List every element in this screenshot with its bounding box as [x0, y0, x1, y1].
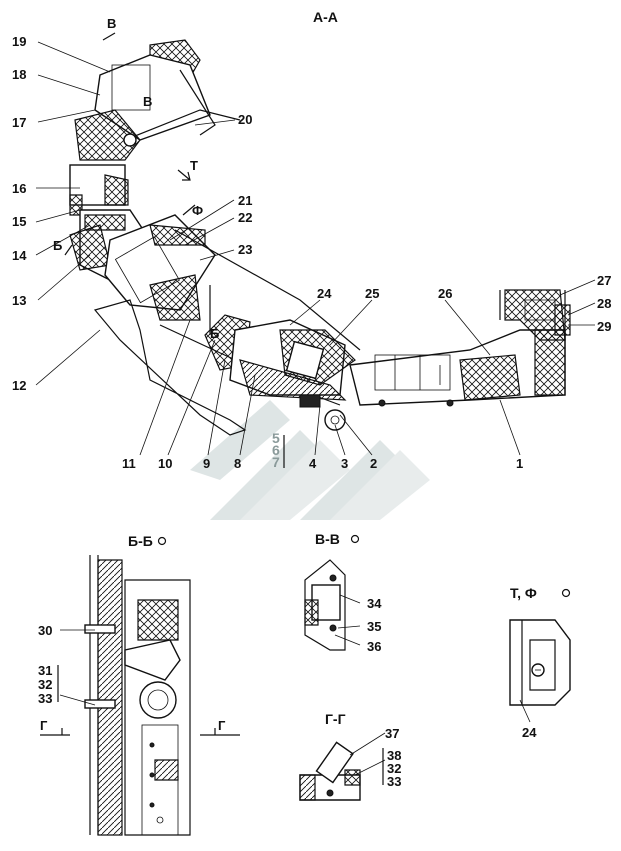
callout-28: 28 — [597, 296, 611, 311]
marker-t: Т — [190, 158, 198, 173]
main-arm — [69, 209, 361, 436]
callout-36: 36 — [367, 639, 381, 654]
callout-2: 2 — [370, 456, 377, 471]
view-title-gg: Г-Г — [325, 711, 346, 727]
callout-11: 11 — [122, 456, 136, 471]
marker-g-left: Г — [40, 718, 48, 733]
callout-14: 14 — [12, 248, 27, 263]
section-markers — [40, 32, 571, 736]
marker-b-inner: Б — [210, 326, 219, 341]
callout-12: 12 — [12, 378, 26, 393]
upper-hinge-assembly — [74, 39, 241, 161]
view-title-tf: Т, Ф — [510, 585, 537, 601]
marker-v-inner: В — [143, 94, 152, 109]
callout-27: 27 — [597, 273, 611, 288]
callout-8: 8 — [234, 456, 241, 471]
callout-24-tf: 24 — [522, 725, 537, 740]
callout-brackets — [57, 435, 384, 785]
callout-16: 16 — [12, 181, 26, 196]
view-title-vv: В-В — [315, 531, 340, 547]
callout-numbers: 19 18 17 20 16 15 14 13 12 21 22 23 24 2… — [12, 34, 611, 789]
leader-lines — [35, 41, 596, 776]
section-vv — [304, 559, 346, 651]
view-title-bb: Б-Б — [128, 533, 153, 549]
callout-24: 24 — [317, 286, 332, 301]
callout-22: 22 — [238, 210, 252, 225]
callout-35: 35 — [367, 619, 381, 634]
section-bb — [84, 555, 191, 836]
callout-10: 10 — [158, 456, 172, 471]
marker-g-right: Г — [218, 718, 226, 733]
marker-b-left: Б — [53, 238, 62, 253]
right-tube — [349, 289, 571, 407]
callout-23: 23 — [238, 242, 252, 257]
callout-32a: 32 — [38, 677, 52, 692]
callout-32b: 32 — [387, 761, 401, 776]
callout-15: 15 — [12, 214, 26, 229]
callout-25: 25 — [365, 286, 379, 301]
callout-31: 31 — [38, 663, 52, 678]
section-tf — [509, 619, 571, 706]
marker-v-top: В — [107, 16, 116, 31]
callout-6: 6 — [272, 442, 280, 458]
callout-4: 4 — [309, 456, 317, 471]
callout-21: 21 — [238, 193, 252, 208]
callout-1: 1 — [516, 456, 523, 471]
callout-30: 30 — [38, 623, 52, 638]
callout-26: 26 — [438, 286, 452, 301]
callout-20: 20 — [238, 112, 252, 127]
upper-post — [69, 164, 129, 216]
marker-f: Ф — [192, 203, 203, 218]
callout-13: 13 — [12, 293, 26, 308]
callout-9: 9 — [203, 456, 210, 471]
callout-7: 7 — [272, 454, 280, 470]
section-gg — [299, 741, 361, 801]
callout-38: 38 — [387, 748, 401, 763]
callout-19: 19 — [12, 34, 26, 49]
callout-17: 17 — [12, 115, 26, 130]
view-title-aa: А-А — [313, 9, 338, 25]
middle-clamp — [204, 314, 356, 431]
callout-3: 3 — [341, 456, 348, 471]
callout-33b: 33 — [387, 774, 401, 789]
callout-29: 29 — [597, 319, 611, 334]
callout-37: 37 — [385, 726, 399, 741]
watermark-logo — [190, 400, 430, 520]
callout-18: 18 — [12, 67, 26, 82]
callout-5: 5 — [272, 430, 280, 446]
callout-34: 34 — [367, 596, 382, 611]
callout-33a: 33 — [38, 691, 52, 706]
